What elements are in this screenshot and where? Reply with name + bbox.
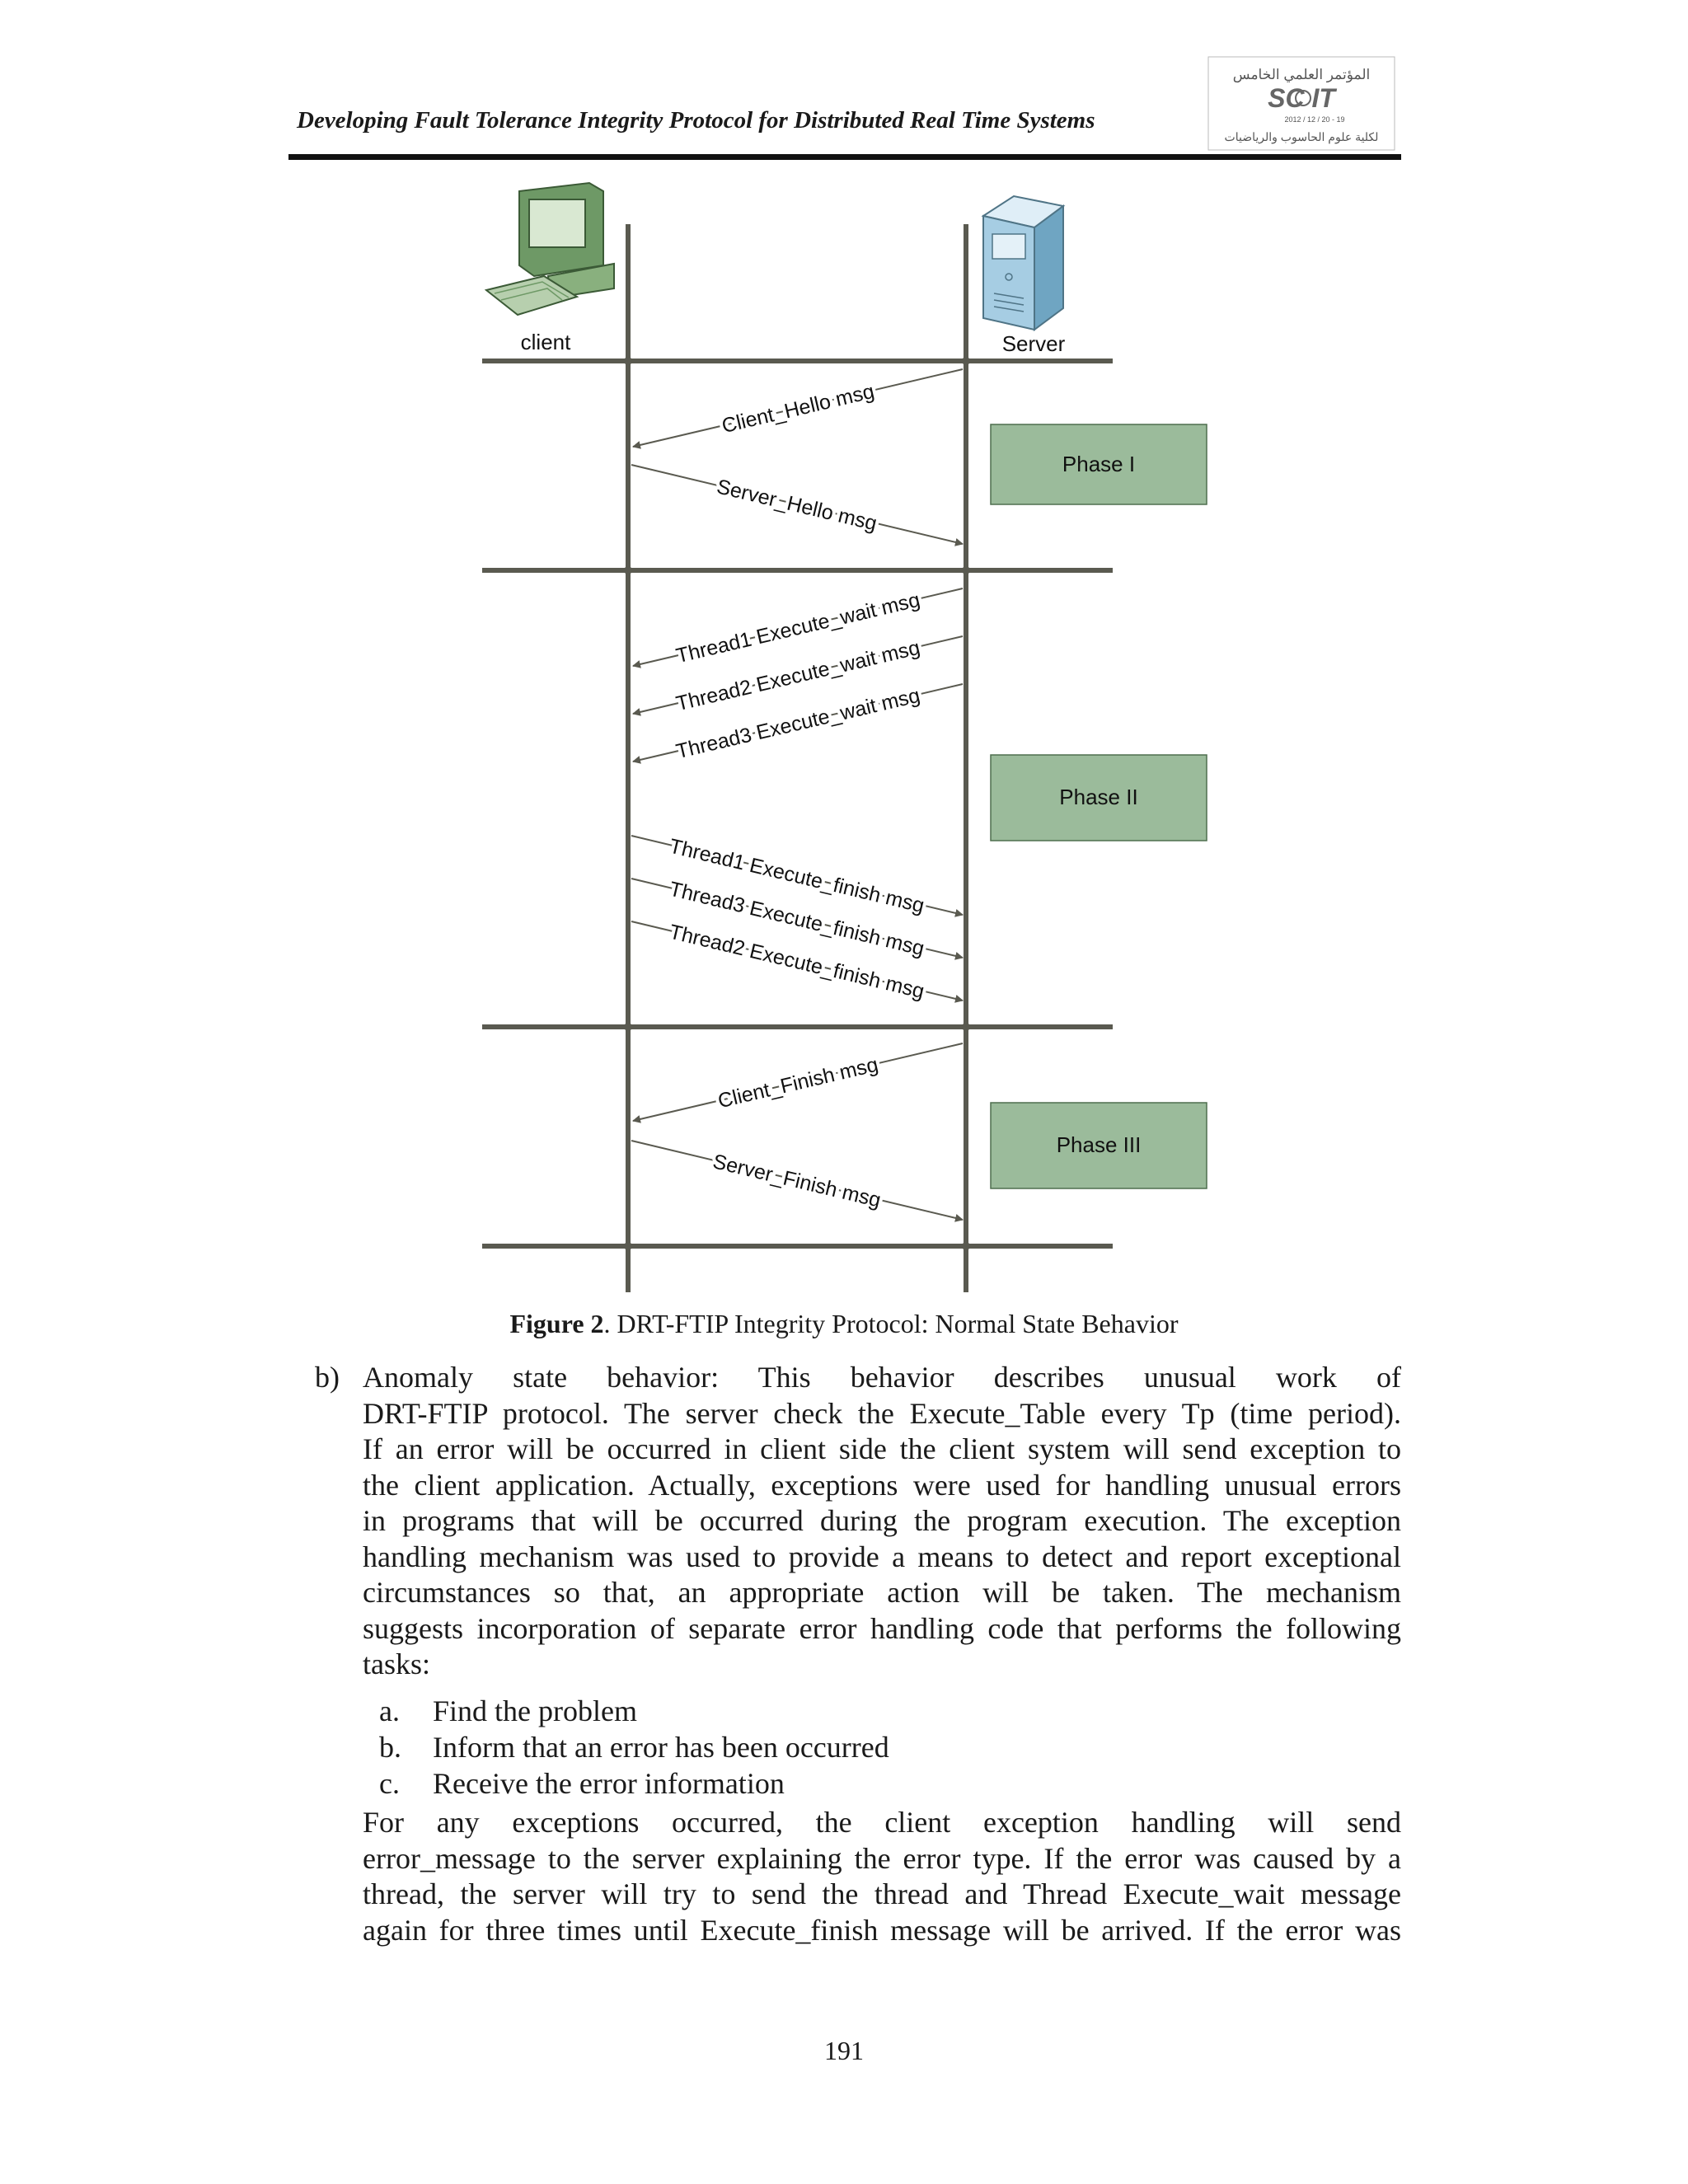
logo-arabic-top: المؤتمر العلمي الخامس bbox=[1233, 67, 1370, 83]
msg-arrow-server-hello: Server_Hello msg bbox=[631, 464, 964, 546]
sequence-diagram: client Server Phase I Phase II Phase III… bbox=[482, 181, 1207, 1292]
list-item: a.Find the problem bbox=[379, 1694, 637, 1727]
text-line: suggests incorporation of separate error… bbox=[363, 1611, 1401, 1645]
list-item: b.Inform that an error has been occurred bbox=[379, 1731, 889, 1764]
svg-text:Client_Finish msg: Client_Finish msg bbox=[715, 1053, 880, 1113]
text-line: tasks: bbox=[363, 1647, 431, 1680]
logo-date: 2012 / 12 / 20 - 19 bbox=[1284, 115, 1344, 124]
phase-box-1: Phase I bbox=[990, 424, 1207, 505]
text-line: DRT-FTIP protocol. The server check the … bbox=[363, 1396, 1401, 1430]
phase-label-1: Phase I bbox=[1062, 452, 1135, 476]
page-number: 191 bbox=[824, 2036, 864, 2065]
logo-arabic-bottom: لكلية علوم الحاسوب والرياضيات bbox=[1225, 130, 1379, 144]
figure-caption: Figure 2. DRT-FTIP Integrity Protocol: N… bbox=[0, 1309, 1688, 1339]
caption-label: Figure 2 bbox=[509, 1309, 604, 1338]
paragraph-exceptions: For any exceptions occurred, the client … bbox=[363, 1805, 1401, 1948]
msg-arrow-server-finish: Server_Finish msg bbox=[631, 1140, 964, 1222]
list-marker-b: b) bbox=[315, 1361, 340, 1394]
msg-arrow-client-hello: Client_Hello msg bbox=[632, 368, 964, 449]
svg-text:Client_Hello msg: Client_Hello msg bbox=[720, 380, 876, 438]
msg-arrow-thread3-finish: Thread3 Execute_finish msg bbox=[631, 874, 964, 963]
task-list: a.Find the problem b.Inform that an erro… bbox=[379, 1693, 889, 1802]
conference-logo: المؤتمر العلمي الخامس SC IT 2012 / 12 / … bbox=[1207, 56, 1395, 151]
header-rule bbox=[288, 154, 1401, 160]
phase-label-3: Phase III bbox=[1057, 1132, 1142, 1157]
text-line: error_message to the server explaining t… bbox=[363, 1841, 1401, 1875]
phase-box-3: Phase III bbox=[990, 1102, 1207, 1189]
svg-text:Server_Hello msg: Server_Hello msg bbox=[715, 475, 879, 535]
text-line: handling mechanism was used to provide a… bbox=[363, 1540, 1401, 1573]
caption-text: . DRT-FTIP Integrity Protocol: Normal St… bbox=[603, 1309, 1179, 1338]
text-line: again for three times until Execute_fini… bbox=[363, 1913, 1401, 1947]
logo-text: SC IT bbox=[1268, 83, 1337, 113]
msg-arrow-client-finish: Client_Finish msg bbox=[632, 1043, 964, 1123]
msg-arrow-thread1-finish: Thread1 Execute_finish msg bbox=[631, 832, 964, 921]
text-line: For any exceptions occurred, the client … bbox=[363, 1806, 1401, 1839]
paragraph-anomaly: Anomaly state behavior: This behavior de… bbox=[363, 1360, 1401, 1683]
server-tower-icon bbox=[981, 194, 1066, 331]
text-line: Anomaly state behavior: This behavior de… bbox=[363, 1361, 1401, 1394]
server-label: Server bbox=[1002, 331, 1066, 356]
text-line: If an error will be occurred in client s… bbox=[363, 1432, 1401, 1465]
text-line: the client application. Actually, except… bbox=[363, 1468, 1401, 1502]
client-computer-icon bbox=[484, 181, 615, 316]
text-line: in programs that will be occurred during… bbox=[363, 1504, 1401, 1537]
client-label: client bbox=[521, 330, 571, 354]
phase-box-2: Phase II bbox=[990, 754, 1207, 841]
list-item: c.Receive the error information bbox=[379, 1767, 785, 1800]
msg-arrow-thread2-finish: Thread2 Execute_finish msg bbox=[631, 917, 964, 1006]
phase-label-2: Phase II bbox=[1059, 785, 1137, 809]
svg-text:Server_Finish msg: Server_Finish msg bbox=[710, 1150, 883, 1212]
text-line: thread, the server will try to send the … bbox=[363, 1877, 1401, 1910]
text-line: circumstances so that, an appropriate ac… bbox=[363, 1576, 1401, 1609]
running-head: Developing Fault Tolerance Integrity Pro… bbox=[297, 107, 1095, 134]
